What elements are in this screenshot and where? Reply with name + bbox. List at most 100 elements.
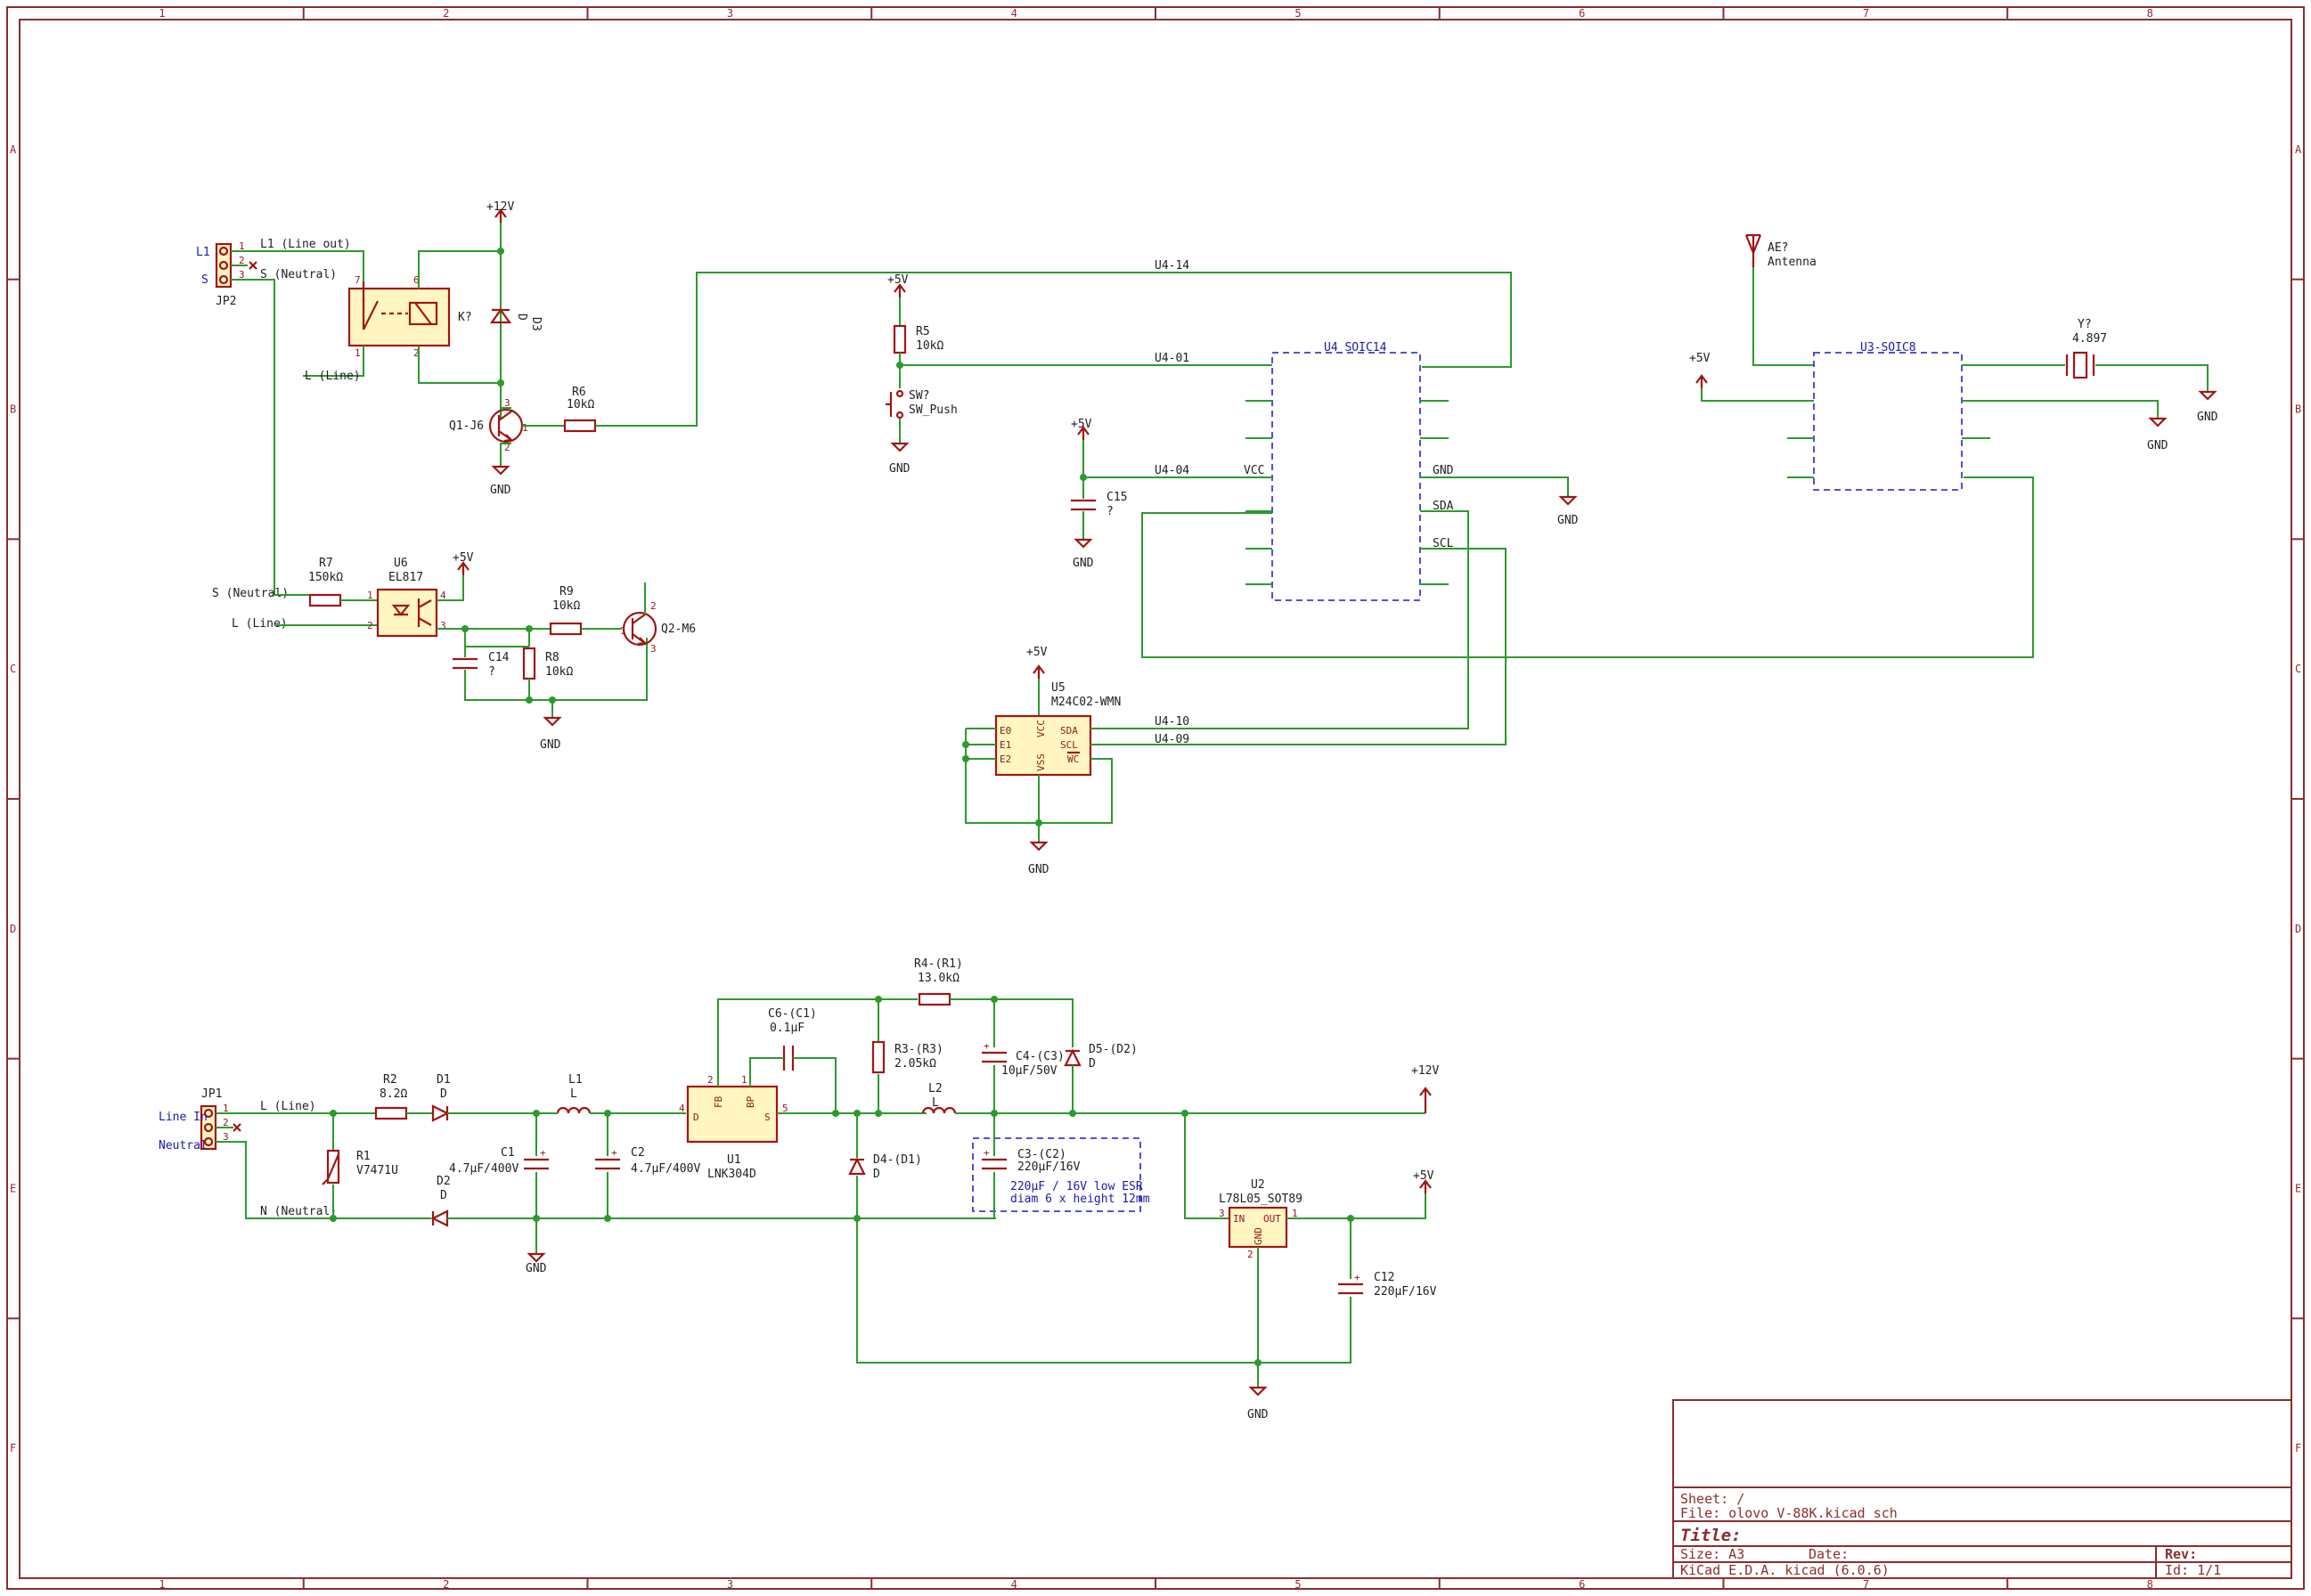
resistor-r3: R3-(R3) 2.05kΩ <box>871 1040 943 1074</box>
transistor-q2: 1 2 3 Q2-M6 <box>620 600 696 655</box>
svg-text:2: 2 <box>239 255 245 266</box>
c3-note1: 220µF / 16V low ESR <box>1010 1180 1143 1193</box>
r9-val: 10kΩ <box>552 599 580 613</box>
gnd-label-u3: GND <box>2147 439 2168 452</box>
frame-row-label-right: F <box>2295 1442 2301 1454</box>
frame-row-label-right: A <box>2295 143 2302 156</box>
u4-ref: U4 SOIC14 <box>1324 341 1387 354</box>
svg-text:+: + <box>1354 1272 1360 1283</box>
net-u4-10: U4-10 <box>1155 715 1189 729</box>
frame-row-label-right: C <box>2295 663 2301 675</box>
l1-ref: L1 <box>568 1073 583 1087</box>
power-5v-c15: +5V <box>1071 418 1092 440</box>
tb-title: Title: <box>1680 1526 1742 1545</box>
net-u4-01: U4-01 <box>1155 352 1189 365</box>
u5-wc: WC <box>1067 753 1079 765</box>
resistor-r2: R2 8.2Ω <box>374 1073 407 1120</box>
frame-col-label-bottom: 5 <box>1294 1578 1301 1591</box>
svg-text:3: 3 <box>223 1131 229 1143</box>
svg-text:1: 1 <box>239 240 245 252</box>
power-5v-r5: +5V <box>887 273 909 297</box>
c15-ref: C15 <box>1107 491 1127 504</box>
gnd-u3: GND <box>2147 417 2168 452</box>
frame-col-label-top: 4 <box>1011 7 1017 20</box>
inductor-l2: L2 L <box>921 1082 957 1114</box>
capacitor-c15: C15 ? <box>1071 491 1127 518</box>
svg-text:4: 4 <box>679 1103 685 1114</box>
p5v-label-u5: +5V <box>1026 646 1048 659</box>
c1-val: 4.7µF/400V <box>449 1162 519 1176</box>
p5v-label-c15: +5V <box>1071 418 1092 431</box>
ic-u1: D S FB BP 4 5 2 1 U1 LNK304D <box>679 1074 788 1181</box>
frame-row-label-right: B <box>2295 403 2301 416</box>
svg-text:4: 4 <box>440 590 446 601</box>
frame-col-label-bottom: 1 <box>159 1578 165 1591</box>
svg-text:2: 2 <box>707 1074 714 1086</box>
net-u4-04: U4-04 <box>1155 464 1189 477</box>
r2-ref: R2 <box>383 1073 397 1087</box>
gnd-label-q1: GND <box>490 484 511 497</box>
r7-ref: R7 <box>319 557 333 570</box>
capacitor-c4: + C4-(C3) 10µF/50V <box>982 1040 1065 1078</box>
svg-text:1: 1 <box>741 1074 747 1086</box>
jp1-connector: 1 2 3 JP1 Line In Neutral <box>159 1087 229 1152</box>
frame-col-label-top: 3 <box>727 7 733 20</box>
r6-val: 10kΩ <box>567 398 594 411</box>
ic-u3: U3-SOIC8 <box>1787 341 1990 491</box>
power-supply-section: 1 2 3 JP1 Line In Neutral L (Line) N (Ne… <box>159 957 1439 1421</box>
gnd-sw: GND <box>889 442 911 476</box>
gnd-c1: GND <box>526 1252 547 1275</box>
tb-sheet: Sheet: / <box>1680 1491 1744 1507</box>
r5-val: 10kΩ <box>916 339 943 353</box>
gnd-label-c1: GND <box>526 1262 547 1275</box>
r9-ref: R9 <box>559 585 574 598</box>
r1-ref: R1 <box>356 1150 371 1163</box>
frame-col-label-bottom: 4 <box>1011 1578 1017 1591</box>
svg-text:+: + <box>984 1040 990 1052</box>
r7-val: 150kΩ <box>308 571 343 584</box>
antenna-ae: AE? Antenna <box>1744 233 1817 269</box>
u4-vcc-label: VCC <box>1244 464 1264 477</box>
svg-text:+: + <box>540 1147 546 1159</box>
net-l-line-relay: L (Line) <box>305 370 361 383</box>
u6-ref: U6 <box>394 557 408 570</box>
capacitor-c6: C6-(C1) 0.1µF <box>768 1007 817 1071</box>
frame-col-label-bottom: 8 <box>2147 1578 2153 1591</box>
gnd-q1: GND <box>490 465 511 497</box>
svg-text:2: 2 <box>367 620 373 631</box>
r6-ref: R6 <box>572 386 586 399</box>
d3-ref: D3 <box>529 317 543 331</box>
r4-val: 13.0kΩ <box>918 972 960 985</box>
u1-fb: FB <box>713 1095 724 1108</box>
d2-val: D <box>440 1189 447 1202</box>
u4-sda-label: SDA <box>1433 500 1454 513</box>
p12v-label-1: +12V <box>486 200 514 214</box>
frame-row-label-left: B <box>10 403 16 416</box>
c6-val: 0.1µF <box>770 1022 804 1035</box>
gnd-label-u2: GND <box>1247 1408 1269 1421</box>
jp2-s-label: S <box>201 273 208 287</box>
capacitor-c14: C14 ? <box>453 651 510 679</box>
c12-val: 220µF/16V <box>1374 1285 1437 1299</box>
c3-ref: C3-(C2) <box>1017 1148 1066 1161</box>
gnd-c15: GND <box>1073 538 1094 570</box>
c4-val: 10µF/50V <box>1001 1064 1058 1078</box>
svg-text:1: 1 <box>620 625 626 637</box>
jp2-ref: JP2 <box>216 295 236 308</box>
u5-vss: VSS <box>1035 753 1047 771</box>
p5v-label-u3: +5V <box>1689 352 1711 365</box>
net-l-line-opto: L (Line) <box>232 617 288 631</box>
l1-val: L <box>570 1087 577 1101</box>
tb-date: Date: <box>1809 1546 1849 1562</box>
relay-k-ref: K? <box>458 311 472 324</box>
power-5v-u6: +5V <box>453 551 474 575</box>
svg-text:3: 3 <box>504 397 510 409</box>
zero-cross-section: S (Neutral) L (Line) R7 150kΩ 1 2 4 3 U6… <box>212 551 696 752</box>
u3-ref: U3-SOIC8 <box>1860 341 1916 354</box>
u2-ref: U2 <box>1251 1178 1265 1192</box>
ae-val: Antenna <box>1768 256 1817 269</box>
capacitor-c2: + C2 4.7µF/400V <box>595 1146 700 1176</box>
c2-val: 4.7µF/400V <box>631 1162 700 1176</box>
jp1-line-in: Line In <box>159 1111 208 1124</box>
